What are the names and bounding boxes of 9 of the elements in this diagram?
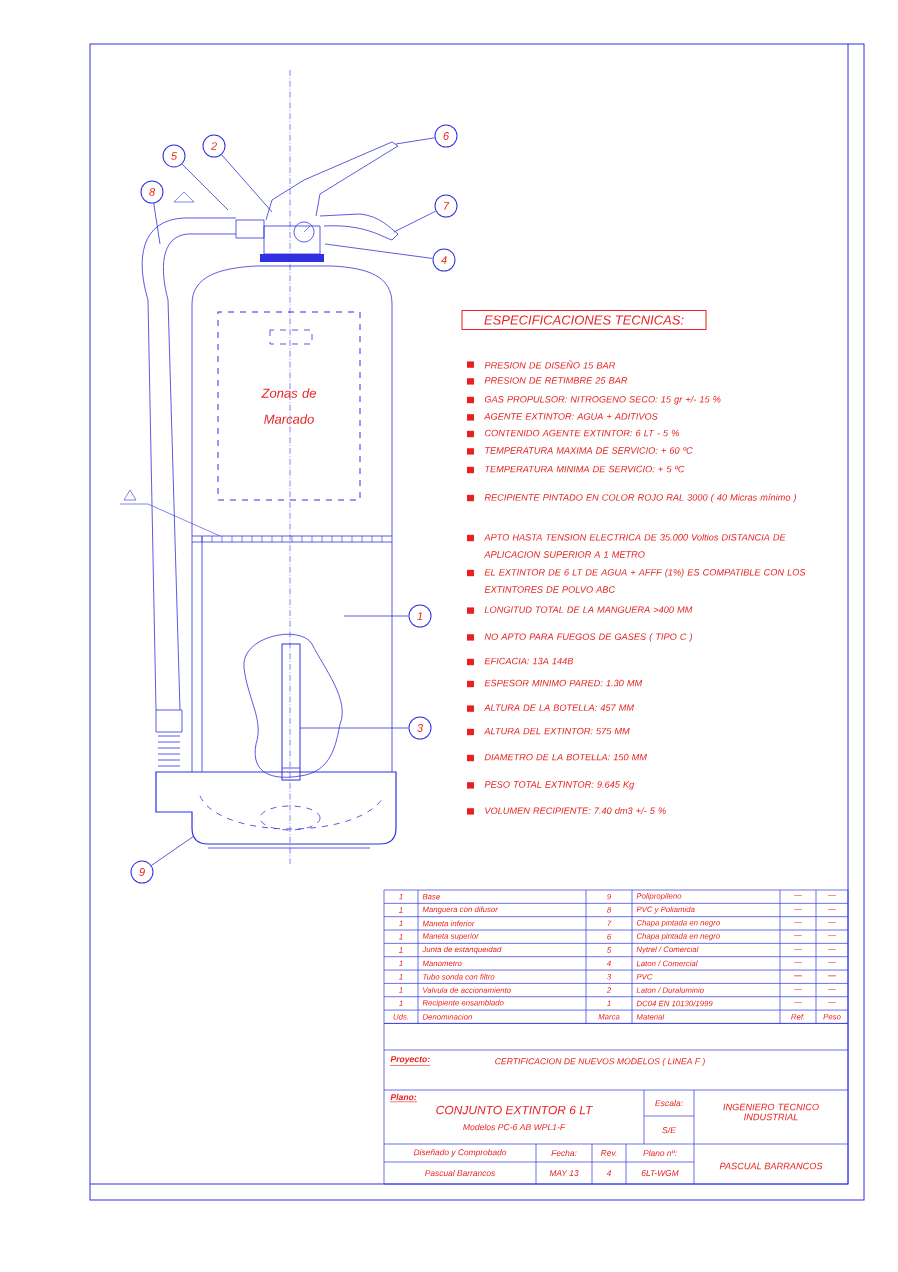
leader-line: [393, 210, 437, 233]
leader-line: [181, 163, 229, 211]
leader-line: [151, 835, 195, 866]
leader-line: [343, 615, 409, 617]
leader-line: [395, 137, 436, 145]
leader-line: [299, 727, 409, 729]
leader-line: [324, 243, 433, 259]
leader-line: [221, 154, 273, 213]
leader-line: [153, 202, 161, 245]
